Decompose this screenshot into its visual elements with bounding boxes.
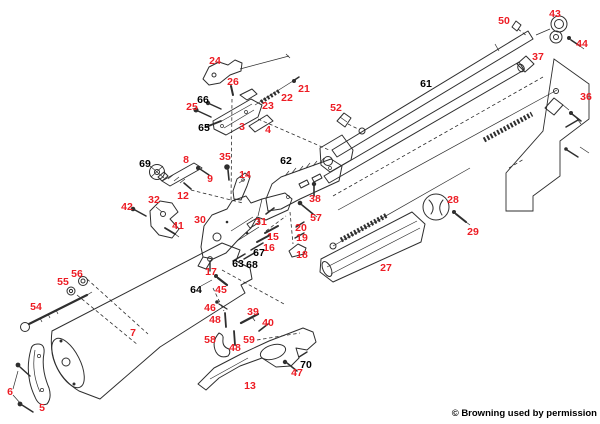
part-label-43: 43 [549, 8, 561, 20]
part-label-22: 22 [281, 92, 293, 104]
breech-bolt-drawing [193, 76, 330, 151]
buttplate-drawing [12, 343, 51, 413]
rear-sight-drawing [336, 112, 366, 135]
lever-drawing [197, 269, 317, 391]
barrel-drawing [319, 30, 534, 173]
part-label-3: 3 [239, 121, 245, 133]
part-label-7: 7 [130, 327, 136, 339]
stock-drawing [50, 242, 253, 400]
part-label-42: 42 [121, 201, 133, 213]
part-label-56: 56 [71, 268, 83, 280]
part-label-40: 40 [262, 317, 274, 329]
part-label-13: 13 [244, 380, 256, 392]
part-label-39: 39 [247, 306, 259, 318]
part-label-47: 47 [291, 367, 303, 379]
part-label-5: 5 [39, 402, 45, 414]
part-label-23: 23 [262, 100, 274, 112]
part-label-41: 41 [172, 220, 184, 232]
part-label-70: 70 [300, 359, 312, 371]
part-label-69: 69 [139, 158, 151, 170]
part-label-45: 45 [215, 284, 227, 296]
forearm-drawing [319, 211, 426, 283]
part-label-27: 27 [380, 262, 392, 274]
part-label-44: 44 [576, 38, 588, 50]
sight-hood-drawing [535, 15, 585, 50]
part-label-35: 35 [219, 151, 231, 163]
part-label-64: 64 [190, 284, 202, 296]
part-label-30: 30 [194, 214, 206, 226]
part-label-37: 37 [532, 51, 544, 63]
part-label-48: 48 [209, 314, 221, 326]
band-drawing [422, 193, 471, 226]
part-label-28: 28 [447, 194, 459, 206]
part-label-61: 61 [420, 78, 432, 90]
part-label-15: 15 [267, 231, 279, 243]
tang-sight-drawing [149, 162, 244, 204]
part-label-32: 32 [148, 194, 160, 206]
part-label-21: 21 [298, 83, 310, 95]
part-label-36: 36 [580, 91, 592, 103]
part-label-26: 26 [227, 76, 239, 88]
part-label-50: 50 [498, 15, 510, 27]
part-label-19: 19 [296, 232, 308, 244]
part-label-52: 52 [330, 102, 342, 114]
part-label-17: 17 [205, 266, 217, 278]
part-label-24: 24 [209, 55, 221, 67]
carrier-drawing [232, 172, 251, 201]
magazine-tube-drawing [323, 55, 544, 197]
part-label-62: 62 [280, 155, 292, 167]
copyright-text: © Browning used by permission [451, 408, 597, 419]
part-label-48: 48 [229, 342, 241, 354]
part-label-9: 9 [207, 173, 213, 185]
part-label-67: 67 [253, 247, 265, 259]
part-label-6: 6 [7, 386, 13, 398]
part-label-8: 8 [183, 154, 189, 166]
part-label-18: 18 [296, 249, 308, 261]
part-label-25: 25 [186, 101, 198, 113]
part-label-46: 46 [204, 302, 216, 314]
takedown-box-drawing [505, 58, 590, 212]
part-label-54: 54 [30, 301, 42, 313]
part-label-65: 65 [198, 122, 210, 134]
part-label-63: 63 [232, 258, 244, 270]
part-label-59: 59 [243, 334, 255, 346]
magazine-spring-drawing [329, 88, 559, 250]
part-label-58: 58 [204, 334, 216, 346]
front-sight-drawing [511, 20, 528, 37]
part-label-20: 20 [295, 222, 307, 234]
sideplate-drawing [265, 157, 343, 258]
stock-bolt-drawing [20, 276, 149, 346]
hammer-drawing [130, 200, 180, 239]
part-label-12: 12 [177, 190, 189, 202]
part-label-16: 16 [263, 242, 275, 254]
part-label-38: 38 [309, 193, 321, 205]
part-label-55: 55 [57, 276, 69, 288]
part-label-68: 68 [246, 259, 258, 271]
part-label-57: 57 [310, 212, 322, 224]
part-label-31: 31 [255, 216, 267, 228]
part-label-14: 14 [239, 169, 251, 181]
part-label-4: 4 [265, 124, 271, 136]
hammer-spring-drawing [202, 53, 291, 204]
part-label-66: 66 [197, 94, 209, 106]
part-label-29: 29 [467, 226, 479, 238]
